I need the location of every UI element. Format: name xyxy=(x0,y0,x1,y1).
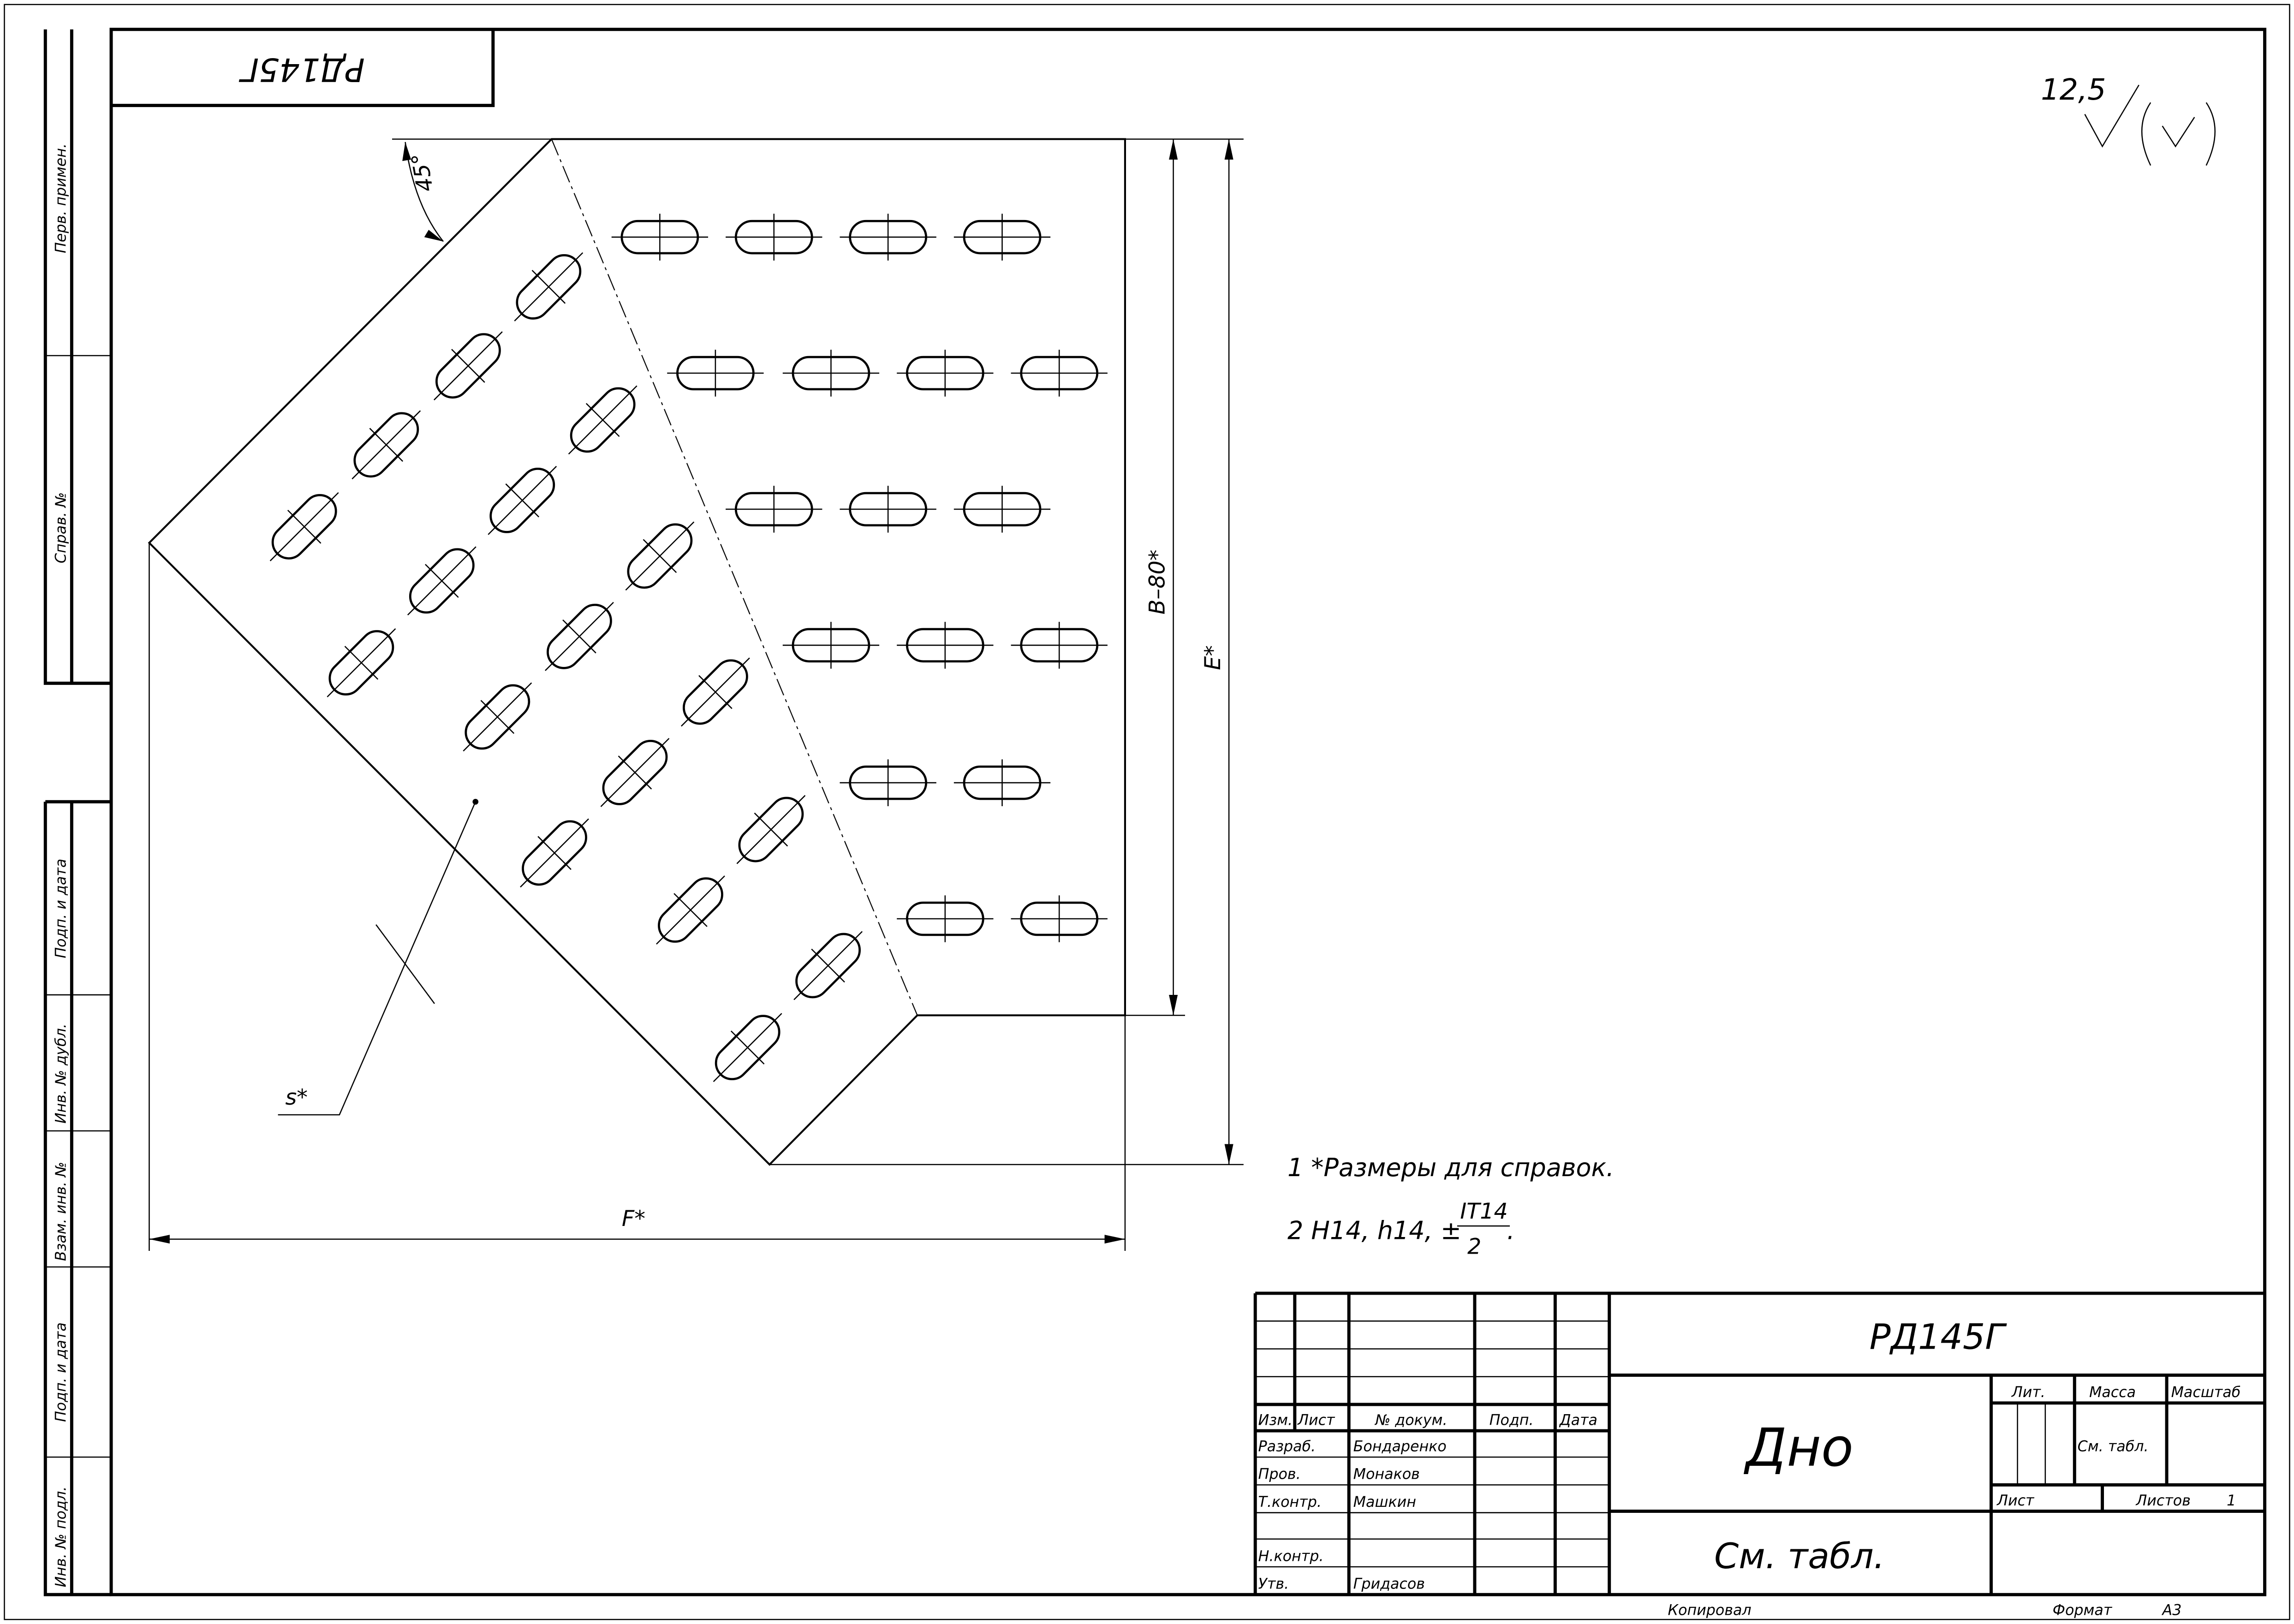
dimensions: 45° B–80* E* F* s* xyxy=(149,138,1244,1251)
frame xyxy=(109,28,2267,1596)
slot-hole xyxy=(611,214,709,261)
slot-hole xyxy=(782,622,880,669)
slot-hole xyxy=(463,682,532,752)
note-2-denominator: 2 xyxy=(1467,1234,1481,1259)
name: Машкин xyxy=(1353,1494,1416,1511)
slot-hole xyxy=(840,759,936,806)
slot-hole xyxy=(793,931,863,1000)
bend-line xyxy=(551,139,918,1016)
mass-label: Масса xyxy=(2089,1384,2136,1401)
slot-hole xyxy=(840,486,936,533)
header-date: Дата xyxy=(1559,1412,1597,1428)
roughness-value: 12,5 xyxy=(2041,72,2106,107)
slot-hole xyxy=(269,492,339,561)
slot-hole xyxy=(897,622,994,669)
slot-hole xyxy=(713,1013,782,1083)
slot-hole xyxy=(520,818,589,888)
role: Т.контр. xyxy=(1258,1494,1322,1511)
strip-label: Справ. № xyxy=(53,492,70,563)
copied-label: Копировал xyxy=(1668,1602,1752,1619)
slot-hole xyxy=(1011,350,1108,397)
side-strip: Перв. примен. Справ. № Подп. и дата Инв.… xyxy=(43,29,112,1596)
slot-hole xyxy=(680,657,750,727)
slot-hole xyxy=(407,546,477,616)
name: Бондаренко xyxy=(1353,1438,1447,1455)
format-label: Формат xyxy=(2053,1602,2113,1619)
slot-hole xyxy=(327,628,396,697)
rotated-drawing-code: РД145Г xyxy=(238,51,365,88)
angle-dimension: 45° xyxy=(407,151,439,194)
sheets-value: 1 xyxy=(2227,1493,2236,1509)
slot-hole xyxy=(840,214,936,261)
strip-label: Подп. и дата xyxy=(53,859,70,958)
header-list: Лист xyxy=(1297,1412,1335,1428)
note-2-numerator: IT14 xyxy=(1460,1199,1508,1224)
slot-hole xyxy=(667,350,764,397)
slot-hole xyxy=(656,875,725,945)
dimension-b: B–80* xyxy=(1145,550,1170,615)
slot-hole xyxy=(433,331,503,401)
slot-hole xyxy=(726,214,822,261)
roughness-symbol: 12,5 xyxy=(2041,72,2216,166)
name: Гридасов xyxy=(1353,1576,1425,1593)
note-2-period: . xyxy=(1507,1216,1515,1245)
sheets-label: Листов xyxy=(2135,1493,2190,1509)
slot-hole xyxy=(897,895,994,942)
slot-hole xyxy=(488,466,557,535)
slot-hole xyxy=(545,602,614,671)
drawing-code: РД145Г xyxy=(1870,1316,2008,1357)
slot-hole xyxy=(514,252,584,321)
slot-hole xyxy=(1011,895,1108,942)
slot-hole xyxy=(625,521,695,591)
lit-label: Лит. xyxy=(2011,1384,2045,1401)
strip-label: Инв. № дубл. xyxy=(53,1023,70,1124)
outer-border xyxy=(4,4,2290,1620)
dimension-e: E* xyxy=(1200,645,1226,670)
strip-label: Подп. и дата xyxy=(53,1322,70,1422)
role: Разраб. xyxy=(1258,1438,1316,1455)
slot-hole xyxy=(782,350,880,397)
slots xyxy=(269,214,1108,1083)
note-2: 2 H14, h14, ± xyxy=(1287,1216,1461,1245)
slot-hole xyxy=(736,795,806,864)
strip-label: Инв. № подл. xyxy=(53,1487,70,1588)
strip-label: Перв. примен. xyxy=(53,143,70,253)
slot-hole xyxy=(352,410,421,480)
slot-hole xyxy=(953,214,1051,261)
dimension-f: F* xyxy=(622,1206,645,1231)
slot-hole xyxy=(726,486,822,533)
mass-value: См. табл. xyxy=(2078,1438,2149,1455)
slot-hole xyxy=(1011,622,1108,669)
scale-label: Масштаб xyxy=(2171,1384,2241,1401)
role: Пров. xyxy=(1258,1466,1301,1483)
role: Утв. xyxy=(1258,1576,1289,1593)
slot-hole xyxy=(897,350,994,397)
dimension-s: s* xyxy=(285,1085,308,1110)
format-value: А3 xyxy=(2162,1602,2182,1619)
slot-hole xyxy=(600,738,670,807)
strip-label: Взам. инв. № xyxy=(53,1162,70,1261)
name: Монаков xyxy=(1353,1466,1420,1483)
role: Н.контр. xyxy=(1258,1548,1324,1565)
header-izm: Изм. xyxy=(1258,1412,1293,1428)
technical-notes: 1 *Размеры для справок. 2 H14, h14, ± IT… xyxy=(1287,1153,1614,1259)
material: См. табл. xyxy=(1714,1535,1885,1576)
slot-hole xyxy=(568,385,638,455)
code-box xyxy=(111,29,495,107)
part-name: Дно xyxy=(1743,1417,1853,1478)
title-block: Изм. Лист № докум. Подп. Дата Разраб. Пр… xyxy=(1253,1291,2265,1595)
slot-hole xyxy=(953,486,1051,533)
note-1: 1 *Размеры для справок. xyxy=(1287,1153,1614,1182)
header-sign: Подп. xyxy=(1490,1412,1534,1428)
slot-hole xyxy=(953,759,1051,806)
sheet-label: Лист xyxy=(1996,1493,2035,1509)
header-doc: № докум. xyxy=(1374,1412,1447,1428)
